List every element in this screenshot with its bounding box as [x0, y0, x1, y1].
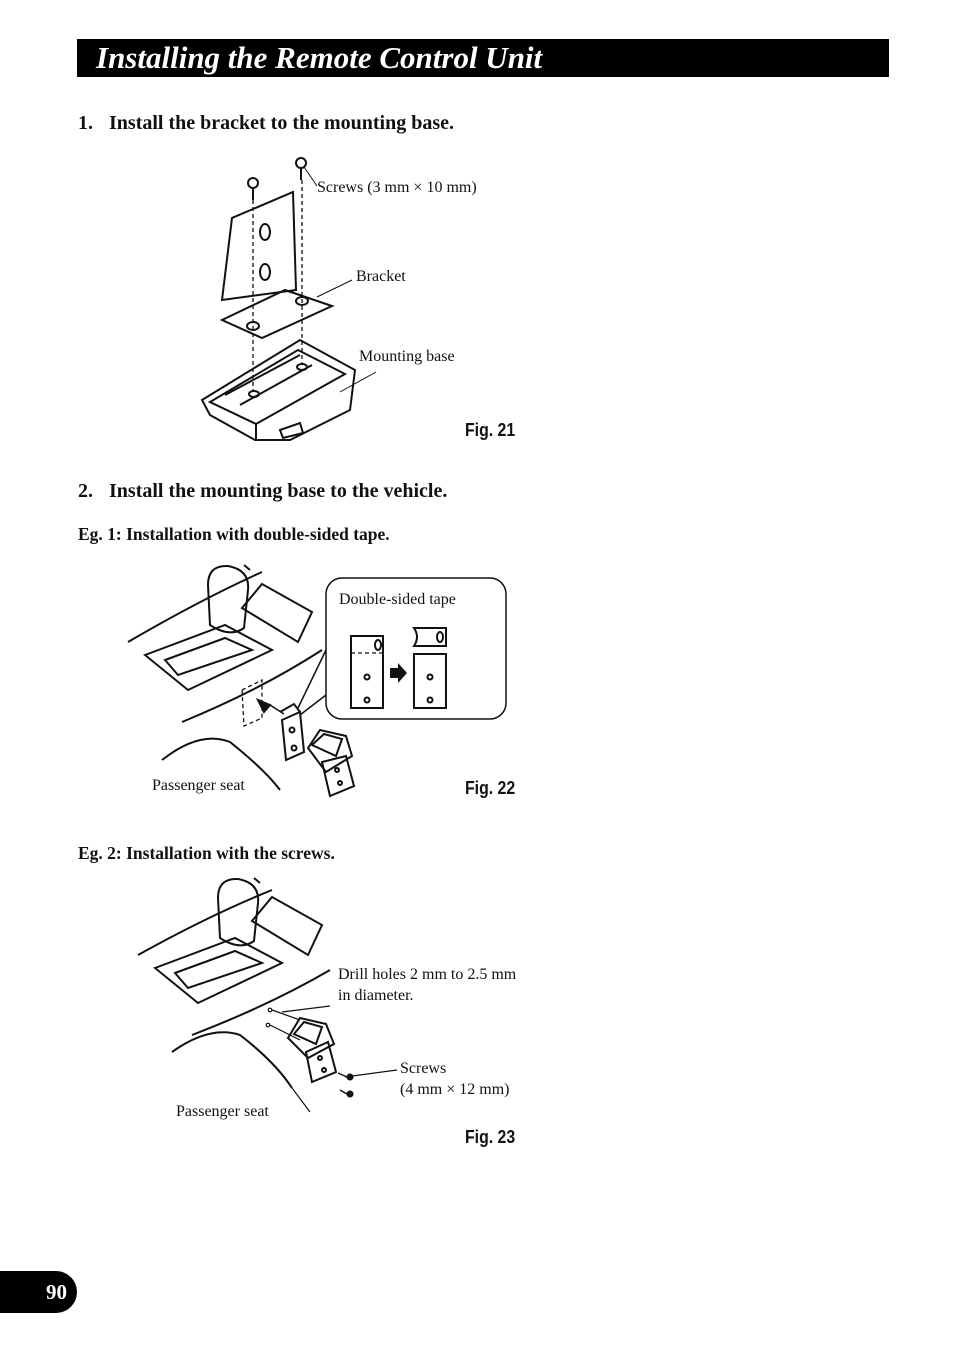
screw-icon — [247, 157, 307, 200]
eg2-heading: Eg. 2: Installation with the screws. — [78, 843, 335, 863]
page-title: Installing the Remote Control Unit — [96, 40, 543, 75]
fig23-drill-label-2: in diameter. — [338, 987, 414, 1004]
page-number-badge: 90 — [0, 1271, 77, 1313]
eg1-heading: Eg. 1: Installation with double-sided ta… — [78, 524, 390, 544]
title-bar: Installing the Remote Control Unit — [77, 39, 889, 77]
fig23-caption: Fig. 23 — [465, 1127, 516, 1147]
page-number: 90 — [46, 1280, 67, 1304]
fig23-screws-label-1: Screws — [400, 1060, 447, 1077]
step-1-number: 1. — [78, 112, 93, 134]
fig21-caption: Fig. 21 — [465, 420, 516, 440]
fig22-tape-label: Double-sided tape — [339, 591, 456, 608]
arrow-right-icon — [390, 663, 407, 683]
step-2-number: 2. — [78, 480, 93, 502]
fig21-bracket-label: Bracket — [356, 268, 406, 285]
step-2: 2. Install the mounting base to the vehic… — [78, 480, 447, 503]
screw-icon — [346, 1073, 354, 1098]
fig22-caption: Fig. 22 — [465, 778, 516, 798]
fig23-seat-label: Passenger seat — [176, 1103, 269, 1120]
step-1: 1. Install the bracket to the mounting ba… — [78, 112, 454, 135]
fig21-screws-label: Screws (3 mm × 10 mm) — [317, 179, 477, 196]
fig23-screws-label-2: (4 mm × 12 mm) — [400, 1081, 510, 1098]
fig21-mounting-base-label: Mounting base — [359, 348, 455, 365]
fig23-drill-label-1: Drill holes 2 mm to 2.5 mm — [338, 966, 517, 983]
step-2-text: Install the mounting base to the vehicle… — [109, 480, 448, 502]
fig22-seat-label: Passenger seat — [152, 777, 245, 794]
step-1-text: Install the bracket to the mounting base… — [109, 112, 455, 134]
